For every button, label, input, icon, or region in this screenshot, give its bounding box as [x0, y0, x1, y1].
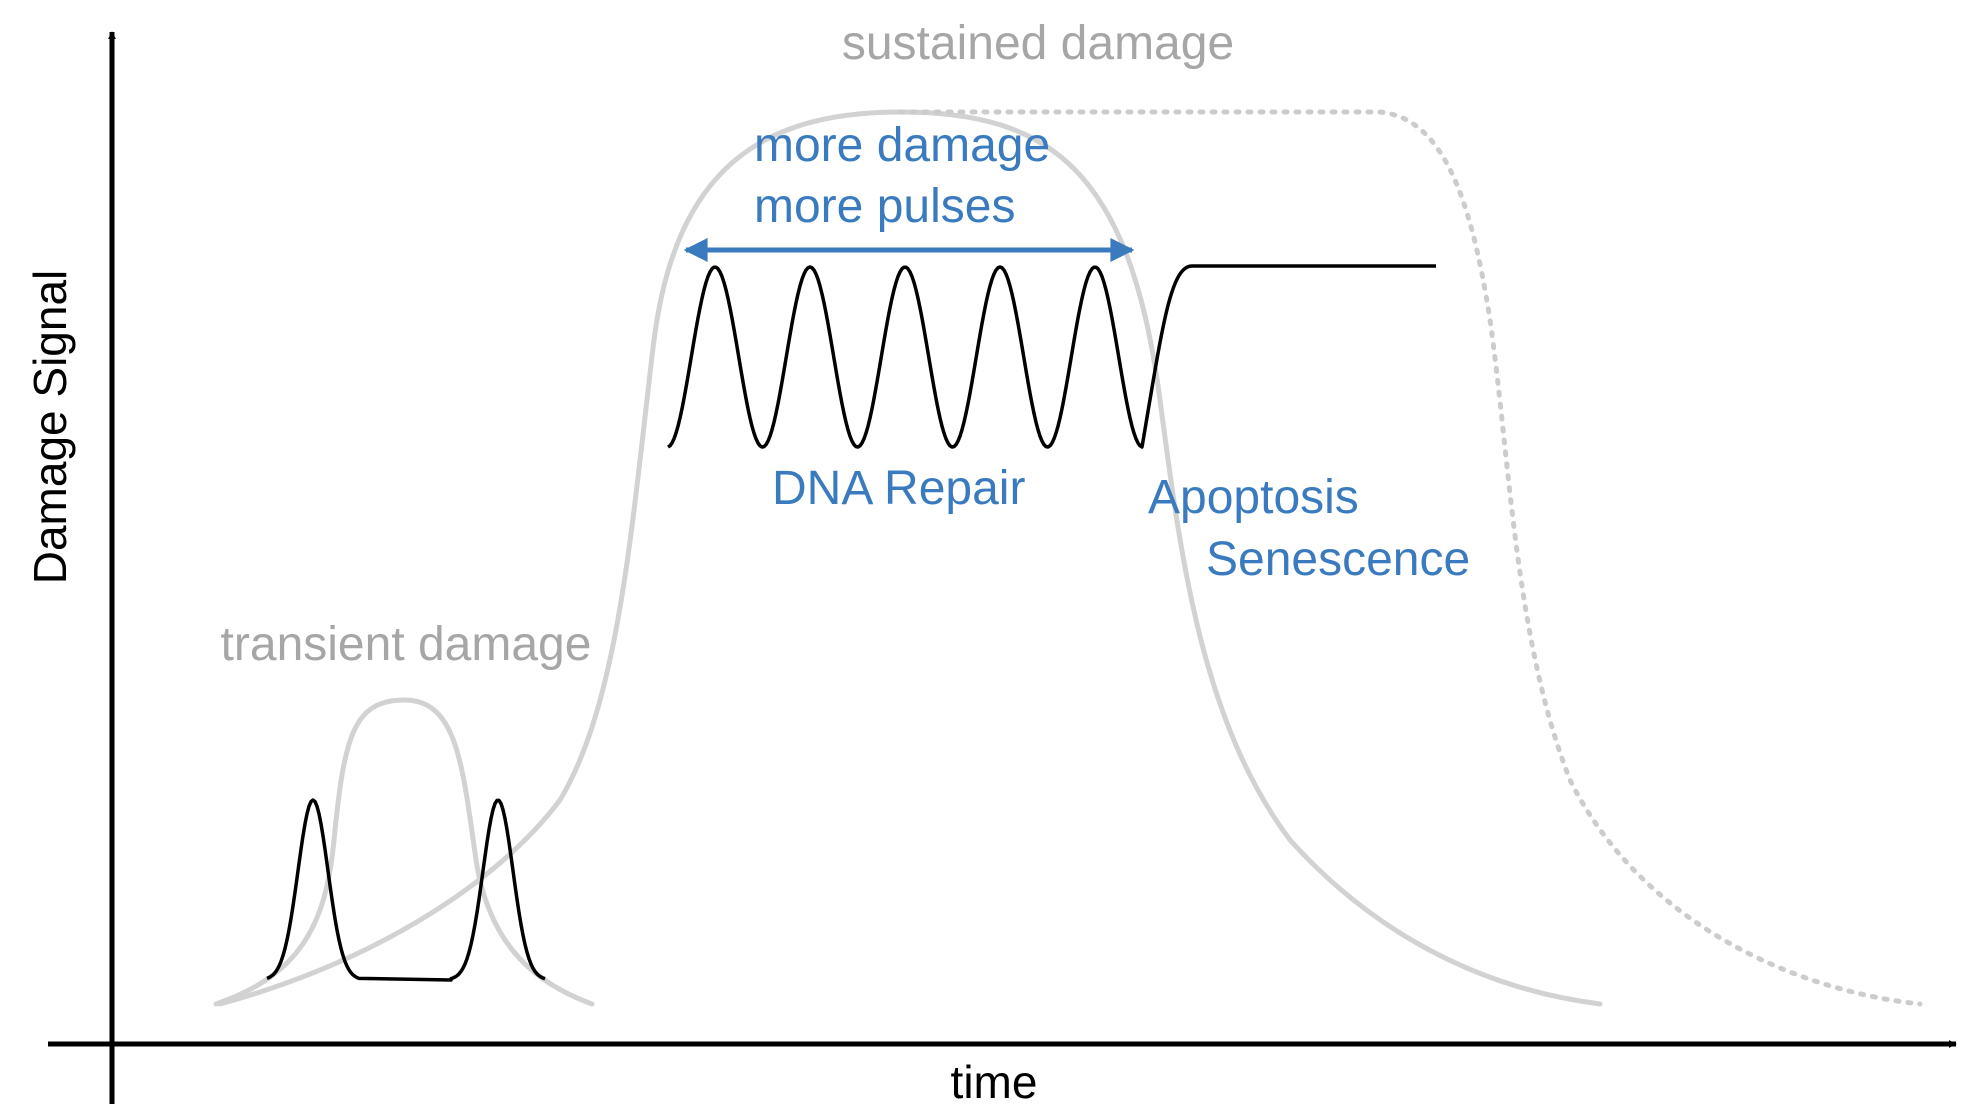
oscillating-pulse-trace — [667, 264, 1436, 449]
transient-damage-label: transient damage — [221, 618, 592, 671]
x-axis-title: time — [951, 1056, 1038, 1108]
apoptosis-label: Apoptosis — [1148, 471, 1359, 524]
sustained-damage-label: sustained damage — [842, 17, 1234, 70]
transient-pulse-trace — [266, 798, 546, 982]
y-axis-title: Damage Signal — [24, 270, 76, 585]
transient-damage-envelope — [213, 697, 595, 1007]
more-pulses-label: more pulses — [754, 180, 1015, 233]
more-damage-label: more damage — [754, 119, 1050, 172]
senescence-label: Senescence — [1206, 533, 1470, 586]
sustained-damage-dotted-tail — [897, 109, 1923, 1007]
dna-repair-label: DNA Repair — [772, 462, 1025, 515]
